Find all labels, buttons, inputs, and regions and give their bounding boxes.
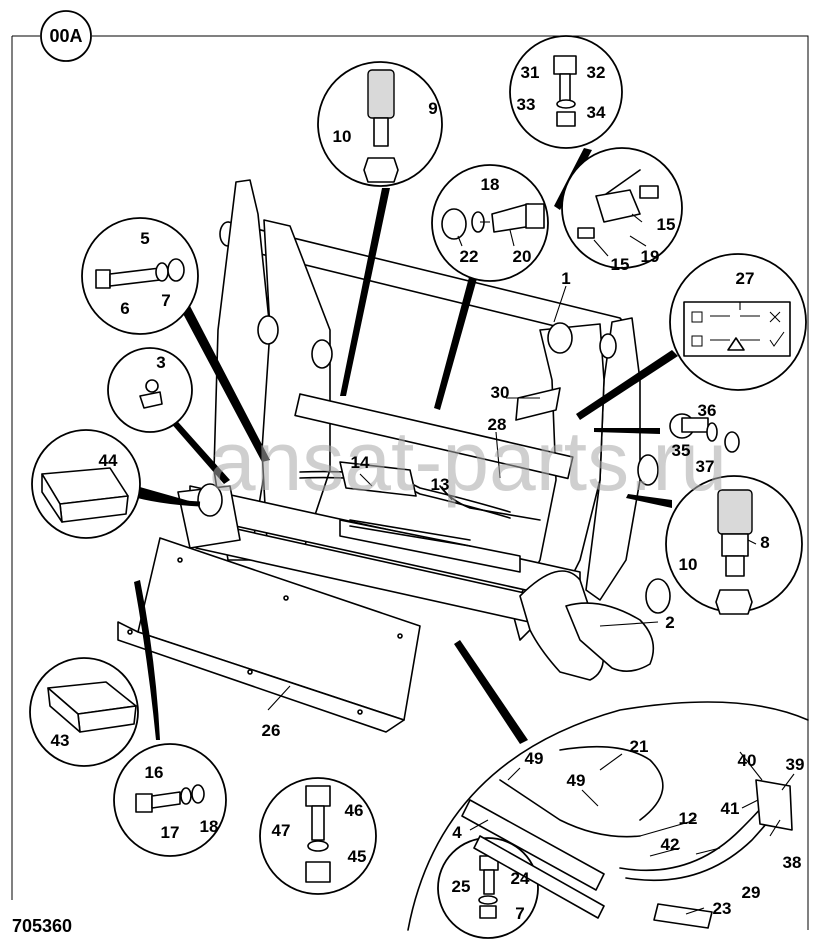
callout-24: 24	[511, 869, 530, 888]
callout-49-a: 49	[525, 749, 544, 768]
callout-36: 36	[698, 401, 717, 420]
callout-29: 29	[742, 883, 761, 902]
callout-28: 28	[488, 415, 507, 434]
detail-adapter-9	[317, 61, 443, 187]
callout-8: 8	[760, 533, 769, 552]
callout-39: 39	[786, 755, 805, 774]
callout-15-a: 15	[657, 215, 676, 234]
detail-pad-43	[29, 657, 139, 767]
callout-46: 46	[345, 801, 364, 820]
callout-37: 37	[696, 457, 715, 476]
drawing-frame	[11, 35, 809, 930]
callout-6: 6	[120, 299, 129, 318]
callout-38: 38	[783, 853, 802, 872]
callout-22: 22	[460, 247, 479, 266]
detail-pad-44	[31, 429, 141, 539]
callout-26: 26	[262, 721, 281, 740]
detail-bolt-46	[259, 777, 377, 895]
callout-13: 13	[431, 475, 450, 494]
hydraulic-detail	[461, 745, 793, 929]
callout-21: 21	[630, 737, 649, 756]
callout-35: 35	[672, 441, 691, 460]
callout-42: 42	[661, 835, 680, 854]
callout-41: 41	[721, 799, 740, 818]
callout-1: 1	[561, 269, 570, 288]
callout-4: 4	[452, 823, 462, 842]
callout-leaders	[267, 213, 795, 915]
callout-7-b: 7	[515, 904, 524, 923]
detail-bolt-20	[431, 164, 549, 282]
detail-nipple-3	[107, 347, 193, 433]
callout-34: 34	[587, 103, 606, 122]
callout-14: 14	[351, 453, 370, 472]
detail-decal-27	[669, 253, 807, 391]
callout-12: 12	[679, 809, 698, 828]
detail-bolt-16	[113, 743, 227, 857]
detail-valve-19	[561, 147, 683, 269]
detail-bolt-35	[669, 413, 740, 453]
callout-47: 47	[272, 821, 291, 840]
callout-9: 9	[428, 99, 437, 118]
detail-adapter-8	[665, 475, 803, 615]
callout-7-a: 7	[161, 291, 170, 310]
callout-19: 19	[641, 247, 660, 266]
callout-31: 31	[521, 63, 540, 82]
callout-16: 16	[145, 763, 164, 782]
callout-18-b: 18	[200, 817, 219, 836]
callout-30: 30	[491, 383, 510, 402]
callout-49-b: 49	[567, 771, 586, 790]
drawing-number: 705360	[12, 916, 72, 936]
detail-bolt-31	[509, 35, 623, 149]
callout-40: 40	[738, 751, 757, 770]
callout-25: 25	[452, 877, 471, 896]
callout-33: 33	[517, 95, 536, 114]
callout-10-b: 10	[679, 555, 698, 574]
watermark: ansat-parts.ru	[209, 414, 727, 508]
callout-32: 32	[587, 63, 606, 82]
detail-bolt-6	[81, 217, 199, 335]
callout-5: 5	[140, 229, 149, 248]
callout-23: 23	[713, 899, 732, 918]
sheet-code: 00A	[49, 26, 82, 46]
callout-43: 43	[51, 731, 70, 750]
callout-18-a: 18	[481, 175, 500, 194]
callout-labels: 1 2 3 4 5 6 7 7 8 9 10 10 12 13 14 15 15…	[51, 63, 805, 923]
callout-45: 45	[348, 847, 367, 866]
callout-10-a: 10	[333, 127, 352, 146]
callout-3: 3	[156, 353, 165, 372]
callout-44: 44	[99, 451, 118, 470]
callout-2: 2	[665, 613, 674, 632]
guard-plate	[117, 537, 421, 733]
callout-20: 20	[513, 247, 532, 266]
callout-27: 27	[736, 269, 755, 288]
sheet-code-badge: 00A	[40, 10, 92, 62]
callout-17: 17	[161, 823, 180, 842]
callout-15-b: 15	[611, 255, 630, 274]
